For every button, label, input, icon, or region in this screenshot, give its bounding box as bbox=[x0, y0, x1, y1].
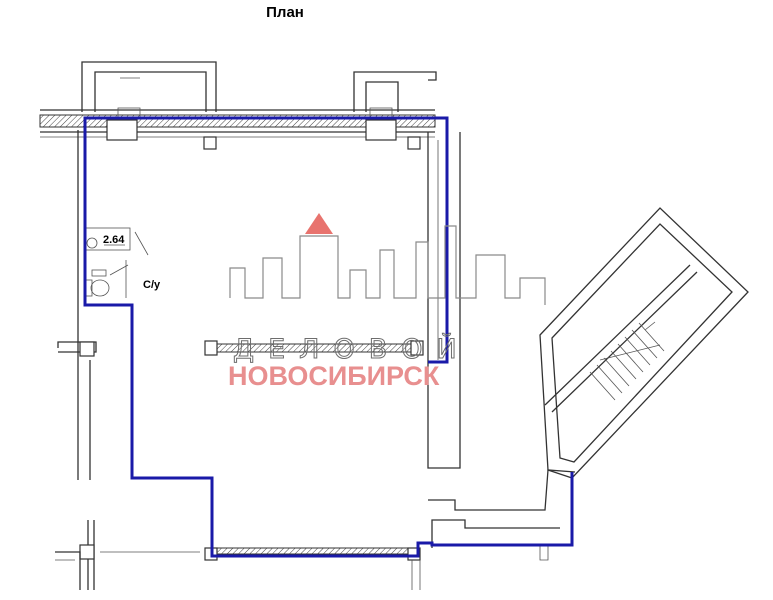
central-beam bbox=[204, 340, 424, 356]
bottom-wall bbox=[204, 547, 421, 590]
unit-outline bbox=[83, 125, 574, 558]
watermark: ДЕЛОВОЙ НОВОСИБИРСК bbox=[228, 213, 546, 391]
bottom-corridor bbox=[428, 469, 576, 561]
watermark-line2: НОВОСИБИРСК bbox=[228, 361, 440, 391]
toilet-icon bbox=[90, 279, 110, 297]
left-wall bbox=[55, 130, 200, 590]
column bbox=[106, 119, 138, 141]
room-name-label: С/у bbox=[143, 279, 161, 291]
plan-title: План bbox=[266, 4, 304, 21]
column bbox=[407, 136, 421, 150]
roof-triangle-icon bbox=[305, 213, 333, 234]
top-right-bay bbox=[353, 71, 437, 119]
city-skyline-icon bbox=[229, 225, 546, 305]
stairs bbox=[589, 321, 665, 401]
column bbox=[203, 136, 217, 150]
right-wall bbox=[427, 132, 461, 469]
watermark-line1: ДЕЛОВОЙ bbox=[233, 333, 471, 365]
bathroom: 2.64 С/у bbox=[85, 227, 161, 298]
stair-wing bbox=[539, 207, 749, 479]
room-area-label: 2.64 bbox=[103, 234, 125, 246]
top-left-bay bbox=[81, 61, 217, 119]
sink-icon bbox=[86, 237, 98, 249]
column bbox=[365, 119, 397, 141]
unit-outline bbox=[83, 116, 449, 364]
